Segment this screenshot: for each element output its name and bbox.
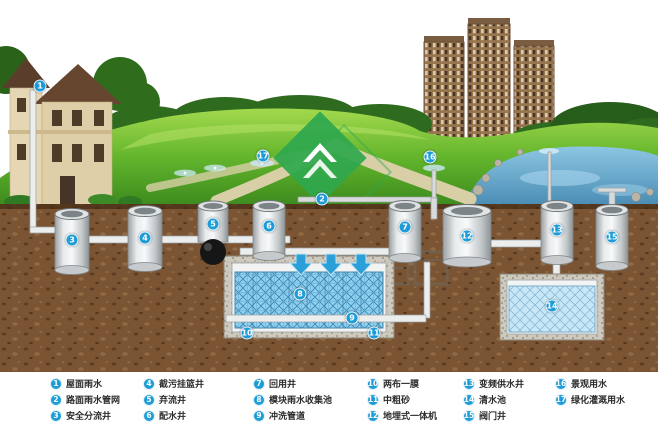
legend-label: 弃流井 — [159, 396, 187, 406]
legend-label: 冲洗管道 — [269, 412, 306, 422]
legend-item-interception-basket-well: 4 截污挂篮井 — [143, 377, 253, 390]
marker-flushing-pipe: 9 — [345, 311, 359, 325]
legend-item-landscape-water: 16 景观用水 — [555, 377, 625, 390]
marker-vfd-supply-well: 13 — [550, 223, 564, 237]
legend-item-distribution-well: 6 配水井 — [143, 409, 253, 422]
legend-item-vfd-supply-well: 13 变频供水井 — [463, 377, 555, 390]
marker-discard-well: 5 — [206, 217, 220, 231]
module-collection-tank — [223, 255, 427, 339]
marker-reuse-well: 7 — [398, 220, 412, 234]
legend-label: 路面雨水管网 — [66, 396, 121, 406]
unit-to-well-pipe — [489, 239, 549, 248]
pond-rocks — [472, 148, 654, 202]
legend-badge: 1 — [50, 377, 62, 390]
legend-item-clear-water-pool: 14 清水池 — [463, 393, 555, 406]
legend-label: 地埋式一体机 — [383, 412, 438, 422]
legend-item-membrane-liner: 10 两布一膜 — [367, 377, 463, 390]
well-distribution — [252, 200, 286, 261]
legend-badge: 9 — [253, 409, 265, 422]
soil-top-edge — [0, 204, 658, 209]
tank-return-riser — [423, 261, 431, 319]
legend-item-safety-diversion-well: 3 安全分流井 — [50, 409, 143, 422]
marker-safety-diversion-well: 3 — [65, 233, 79, 247]
legend-item-irrigation-water: 17 绿化灌溉用水 — [555, 393, 625, 406]
legend-badge: 15 — [463, 409, 475, 422]
legend-item-reuse-well: 7 回用井 — [253, 377, 367, 390]
well-vfd-supply — [540, 200, 574, 265]
marker-distribution-well: 6 — [262, 219, 276, 233]
pond-riser — [547, 151, 552, 207]
legend-badge: 2 — [50, 393, 62, 406]
legend-item-flushing-pipe: 9 冲洗管道 — [253, 409, 367, 422]
highrise-buildings — [423, 18, 555, 145]
clear-water-pool — [499, 273, 605, 341]
house-door — [60, 176, 75, 206]
flushing-pipe — [225, 314, 427, 323]
legend-badge: 5 — [143, 393, 155, 406]
grass-highlight — [120, 123, 430, 150]
legend-label: 绿化灌溉用水 — [571, 396, 626, 406]
pipes — [29, 89, 627, 319]
marker-roof-rainwater: 1 — [33, 79, 47, 93]
legend-label: 截污挂篮井 — [159, 380, 205, 390]
legend-label: 阀门井 — [479, 412, 507, 422]
well-discard-flow — [197, 200, 229, 265]
legend-item-roof-rainwater: 1 屋面雨水 — [50, 377, 143, 390]
legend-badge: 8 — [253, 393, 265, 406]
well-safety-diversion — [54, 208, 90, 275]
legend-badge: 7 — [253, 377, 265, 390]
legend-badge: 17 — [555, 393, 567, 406]
marker-membrane-liner: 10 — [240, 326, 254, 340]
legend-badge: 12 — [367, 409, 379, 422]
filter-ball — [200, 239, 226, 265]
main-roof — [34, 64, 122, 104]
sprinklers — [174, 148, 559, 177]
legend-label: 安全分流井 — [66, 412, 112, 422]
marker-irrigation-water: 17 — [256, 149, 270, 163]
legend-item-buried-integrated-unit: 12 地埋式一体机 — [367, 409, 463, 422]
legend-badge: 11 — [367, 393, 379, 406]
villa-house — [0, 46, 160, 209]
legend-item-discard-well: 5 弃流井 — [143, 393, 253, 406]
legend-label: 屋面雨水 — [66, 380, 103, 390]
legend-label: 景观用水 — [571, 380, 608, 390]
well-interception-basket — [127, 205, 163, 272]
legend-item-module-collection-tank: 8 模块雨水收集池 — [253, 393, 367, 406]
legend-badge: 6 — [143, 409, 155, 422]
diagram-illustration — [0, 18, 658, 372]
legend: 1 屋面雨水 2 路面雨水管网 3 安全分流井 4 截污挂篮井 5 弃流井 6 … — [50, 376, 625, 423]
legend-badge: 10 — [367, 377, 379, 390]
legend-badge: 4 — [143, 377, 155, 390]
legend-item-valve-well: 15 阀门井 — [463, 409, 555, 422]
legend-item-road-pipe-network: 2 路面雨水管网 — [50, 393, 143, 406]
marker-coarse-sand: 11 — [367, 326, 381, 340]
marker-valve-well: 15 — [605, 230, 619, 244]
legend-label: 两布一膜 — [383, 380, 420, 390]
marker-landscape-water: 16 — [423, 150, 437, 164]
flow-arrows — [288, 253, 374, 276]
legend-label: 配水井 — [159, 412, 187, 422]
legend-label: 变频供水井 — [479, 380, 525, 390]
marker-road-pipe-network: 2 — [315, 192, 329, 206]
legend-badge: 14 — [463, 393, 475, 406]
roof-downpipe — [29, 89, 37, 233]
house-windows — [17, 98, 104, 162]
legend-label: 中粗砂 — [383, 396, 411, 406]
legend-badge: 16 — [555, 377, 567, 390]
legend-badge: 13 — [463, 377, 475, 390]
legend-label: 模块雨水收集池 — [269, 396, 333, 406]
legend-badge: 3 — [50, 409, 62, 422]
marker-buried-integrated-unit: 12 — [460, 229, 474, 243]
marker-clear-water-pool: 14 — [545, 299, 559, 313]
legend-item-coarse-sand: 11 中粗砂 — [367, 393, 463, 406]
legend-label: 清水池 — [479, 396, 507, 406]
legend-label: 回用井 — [269, 380, 297, 390]
marker-module-collection-tank: 8 — [293, 287, 307, 301]
well-valve — [595, 204, 629, 271]
buried-integrated-unit — [442, 204, 492, 268]
marker-interception-basket-well: 4 — [138, 231, 152, 245]
